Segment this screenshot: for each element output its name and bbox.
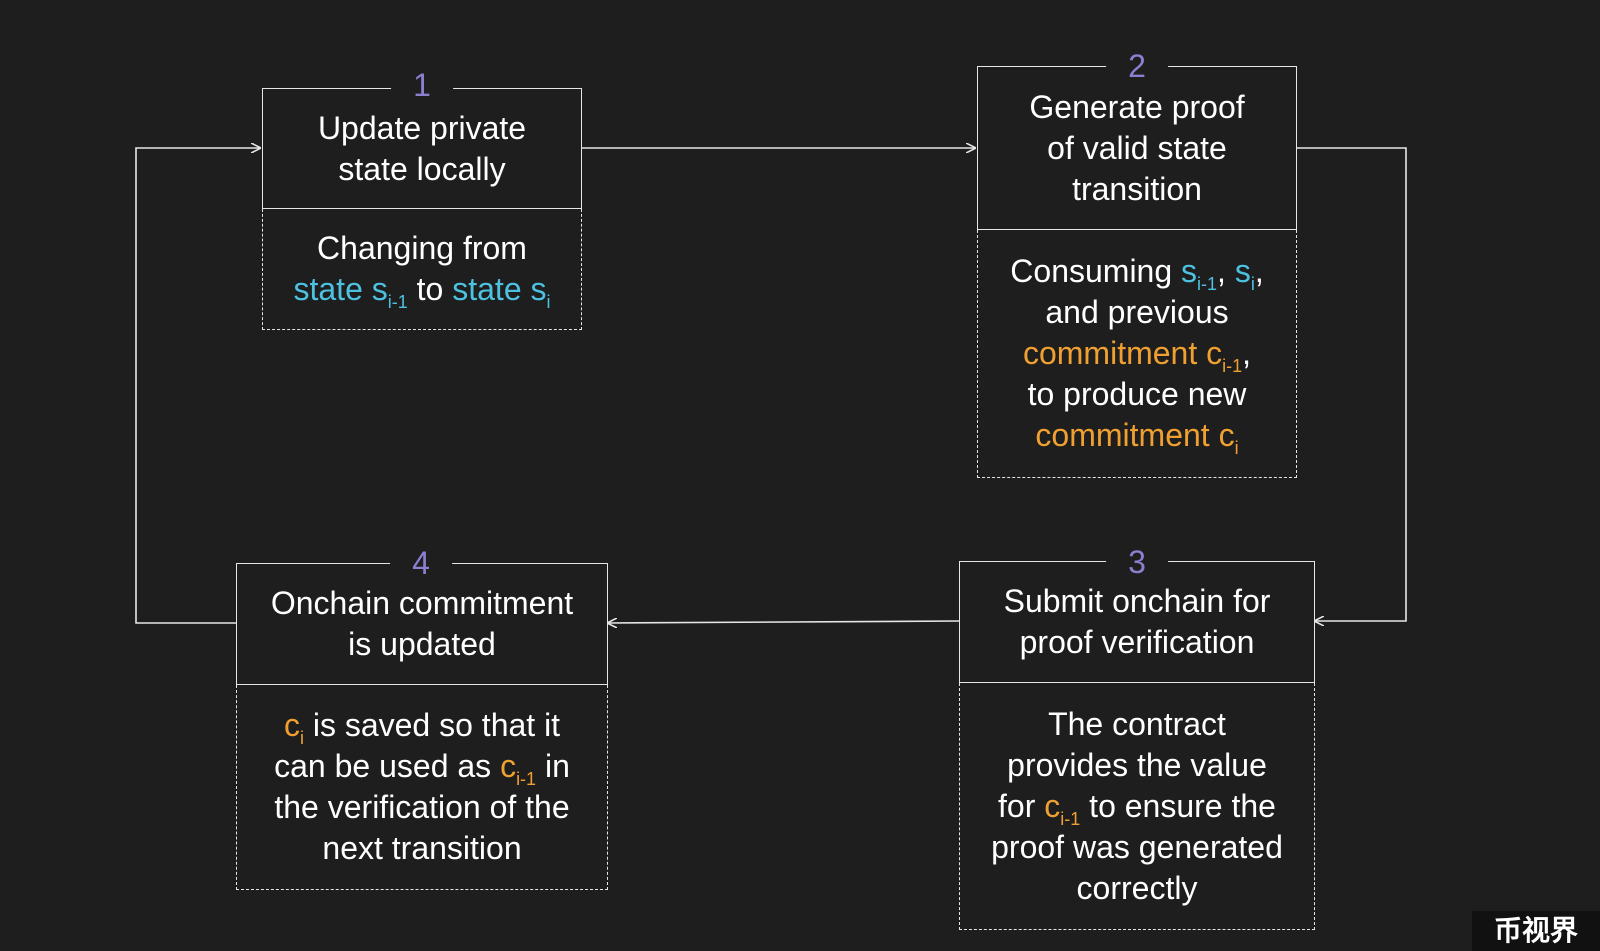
step2-description-box: Consuming si-1, si, and previous commitm… bbox=[977, 230, 1297, 478]
step4-title-box: Onchain commitment is updated bbox=[236, 563, 608, 685]
commitment-prev: ci-1 bbox=[1044, 787, 1081, 829]
step1-description: Changing from state si-1 to state si bbox=[293, 230, 551, 312]
step3-title-box: Submit onchain for proof verification bbox=[959, 561, 1315, 683]
arrow-step4-to-step1 bbox=[135, 148, 260, 624]
state-current: state si bbox=[452, 271, 551, 312]
step2-number: 2 bbox=[1106, 49, 1168, 83]
step3-number: 3 bbox=[1106, 545, 1168, 579]
step1-number: 1 bbox=[391, 68, 453, 102]
commitment-new: commitment ci bbox=[1035, 417, 1239, 458]
step1-title: Update private state locally bbox=[317, 109, 527, 187]
watermark-logo: 币视界 bbox=[1472, 911, 1600, 951]
step4-description: ci is saved so that it can be used as ci… bbox=[274, 707, 570, 866]
commitment-current: ci bbox=[283, 707, 304, 748]
step4-number: 4 bbox=[390, 546, 452, 580]
commitment-prev: ci-1 bbox=[500, 748, 537, 789]
step2-description: Consuming si-1, si, and previous commitm… bbox=[1010, 253, 1264, 458]
state-current: si bbox=[1234, 253, 1255, 294]
step1-title-box: Update private state locally bbox=[262, 88, 582, 209]
step3-description-box: The contract provides the value for ci-1… bbox=[959, 683, 1315, 930]
arrow-step2-to-step3 bbox=[1297, 147, 1407, 621]
step3-title: Submit onchain for proof verification bbox=[1003, 583, 1271, 660]
state-prev: si-1 bbox=[1181, 253, 1218, 294]
step4-title: Onchain commitment is updated bbox=[270, 585, 574, 662]
step2-title-box: Generate proof of valid state transition bbox=[977, 66, 1297, 230]
step4-description-box: ci is saved so that it can be used as ci… bbox=[236, 685, 608, 890]
state-prev: state si-1 bbox=[293, 271, 408, 312]
step1-description-box: Changing from state si-1 to state si bbox=[262, 209, 582, 330]
commitment-prev: commitment ci-1 bbox=[1022, 335, 1243, 376]
step2-title: Generate proof of valid state transition bbox=[1029, 88, 1245, 207]
step3-description: The contract provides the value for ci-1… bbox=[991, 705, 1283, 906]
arrow-step3-to-step4 bbox=[608, 621, 960, 623]
